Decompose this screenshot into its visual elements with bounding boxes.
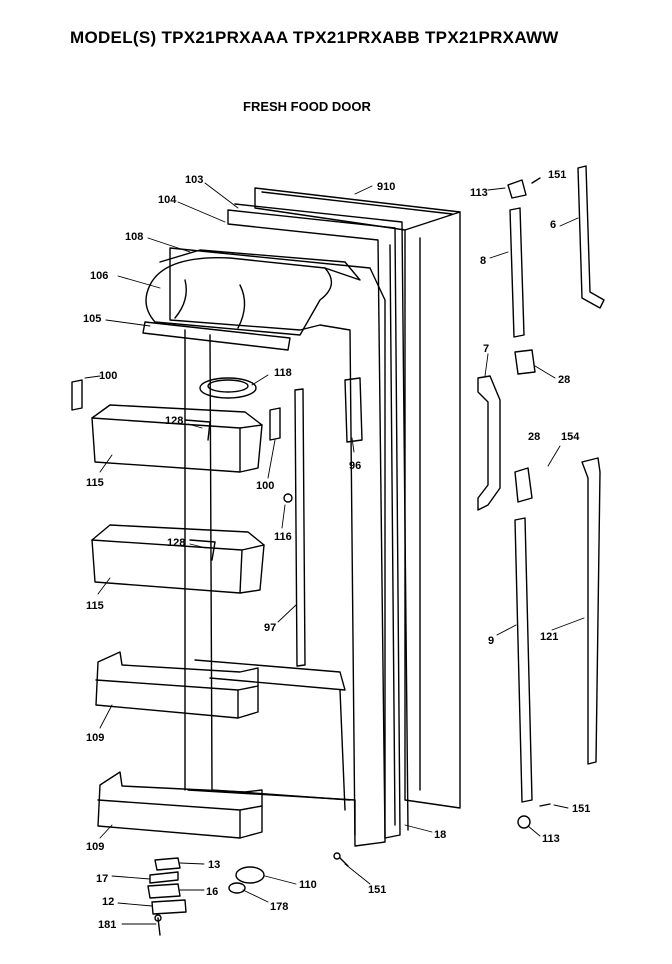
diagram-subtitle: FRESH FOOD DOOR xyxy=(243,99,371,114)
callout-28-upper: 28 xyxy=(558,374,570,386)
callout-18: 18 xyxy=(434,829,446,841)
screw-151-mid xyxy=(539,803,551,807)
screw-181 xyxy=(154,914,162,936)
handle-bracket-28-lower xyxy=(514,467,533,503)
callout-128-lower: 128 xyxy=(167,537,185,549)
dairy-hinge-bar xyxy=(142,321,291,351)
callout-151-mid: 151 xyxy=(572,803,590,815)
callout-17: 17 xyxy=(96,873,108,885)
door-shelf-upper xyxy=(91,404,263,473)
hinge-pin-12 xyxy=(151,899,187,915)
door-stop-110 xyxy=(235,866,265,884)
shelf-rail-upper xyxy=(344,377,363,443)
handle-cap-top xyxy=(507,179,527,199)
callout-12: 12 xyxy=(102,896,114,908)
trim-strip-6 xyxy=(577,165,605,309)
leader-lines xyxy=(84,182,585,925)
callout-108: 108 xyxy=(125,231,143,243)
shelf-clip xyxy=(283,493,293,503)
callout-121: 121 xyxy=(540,631,558,643)
washer-178 xyxy=(228,882,246,894)
callout-116: 116 xyxy=(274,531,292,543)
callout-106: 106 xyxy=(90,270,108,282)
callout-97: 97 xyxy=(264,622,276,634)
shelf-retainer-left xyxy=(71,379,83,411)
door-handle-7 xyxy=(477,375,501,511)
callout-181: 181 xyxy=(98,919,116,931)
callout-151-top: 151 xyxy=(548,169,566,181)
callout-128-upper: 128 xyxy=(165,415,183,427)
outer-door-panel xyxy=(254,187,461,809)
diagram-title: MODEL(S) TPX21PRXAAA TPX21PRXABB TPX21PR… xyxy=(70,28,559,47)
door-bin-lower-1 xyxy=(95,651,259,719)
callout-109-lower: 109 xyxy=(86,841,104,853)
callout-151-bottom: 151 xyxy=(368,884,386,896)
callout-104: 104 xyxy=(158,194,177,206)
callout-178: 178 xyxy=(270,901,288,913)
door-shelf-middle xyxy=(91,524,265,594)
door-gasket xyxy=(227,203,409,839)
callout-100-right: 100 xyxy=(256,480,274,492)
hinge-cam-16 xyxy=(147,883,181,899)
dairy-compartment xyxy=(145,249,361,336)
hinge-bushing-13 xyxy=(154,857,181,871)
handle-mount-8 xyxy=(509,207,525,338)
shelf-retainer-right xyxy=(269,407,281,441)
callout-115-upper: 115 xyxy=(86,477,104,489)
callout-13: 13 xyxy=(208,859,220,871)
handle-bracket-28-upper xyxy=(514,349,536,375)
callout-28-lower: 28 xyxy=(528,431,540,443)
callout-9: 9 xyxy=(488,635,494,647)
callout-103: 103 xyxy=(185,174,203,186)
callout-7: 7 xyxy=(483,343,489,355)
handle-mount-9 xyxy=(514,517,533,803)
callout-100-left: 100 xyxy=(99,370,117,382)
screw-151-bottom xyxy=(333,852,349,867)
callout-labels: 103 104 108 106 105 910 113 151 6 8 7 28… xyxy=(83,169,590,931)
callout-96: 96 xyxy=(349,460,361,472)
door-bin-lower-2 xyxy=(97,771,263,839)
callout-910: 910 xyxy=(377,181,395,193)
callout-16: 16 xyxy=(206,886,218,898)
callout-118: 118 xyxy=(274,367,292,379)
callout-113-bottom: 113 xyxy=(542,833,560,845)
callout-8: 8 xyxy=(480,255,486,267)
hinge-spacer-17 xyxy=(149,871,179,884)
egg-tray xyxy=(199,377,257,399)
trim-strip-121 xyxy=(581,457,601,765)
callout-115-lower: 115 xyxy=(86,600,104,612)
callout-110: 110 xyxy=(299,879,317,891)
callout-6: 6 xyxy=(550,219,556,231)
callout-154: 154 xyxy=(561,431,580,443)
handle-cap-bottom xyxy=(517,815,531,829)
screw-151-top xyxy=(531,177,541,184)
callout-105: 105 xyxy=(83,313,101,325)
shelf-rail-long xyxy=(294,388,306,667)
callout-113-top: 113 xyxy=(470,187,488,199)
callout-109-upper: 109 xyxy=(86,732,104,744)
